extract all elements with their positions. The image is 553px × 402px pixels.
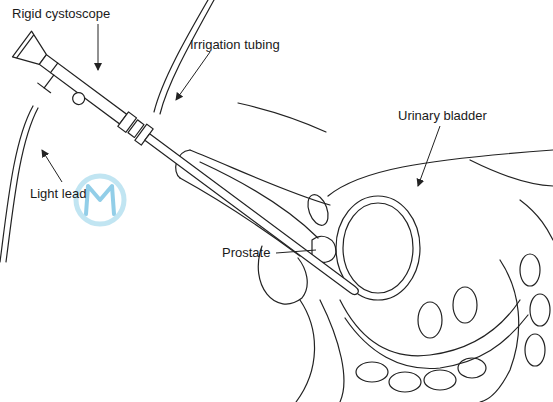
leader-arrow xyxy=(98,24,99,70)
part-label: Rigid cystoscope xyxy=(12,6,110,21)
part-label: Irrigation tubing xyxy=(190,37,280,52)
body-outline xyxy=(470,160,553,186)
vertebra xyxy=(530,294,550,326)
spine xyxy=(480,260,519,402)
leader-arrow xyxy=(42,150,62,182)
bowel-loop xyxy=(356,362,388,382)
body-outline xyxy=(238,103,326,132)
light-lead xyxy=(6,108,38,262)
rigid-cystoscope xyxy=(9,31,367,311)
vertebra xyxy=(520,254,540,286)
body-outline xyxy=(320,300,344,402)
bowel-loop xyxy=(458,358,486,378)
penis-outline xyxy=(190,150,330,205)
leader-arrow xyxy=(418,126,440,186)
part-label: Urinary bladder xyxy=(398,108,487,123)
irrigation-tube xyxy=(160,0,214,114)
bowel-loop xyxy=(418,302,442,338)
part-label: Prostate xyxy=(222,245,270,260)
body-outline xyxy=(296,300,315,402)
vertebra xyxy=(525,334,545,366)
bowel-loop xyxy=(453,287,477,323)
bladder xyxy=(343,203,413,293)
body-outline xyxy=(328,150,553,196)
penis-outline xyxy=(180,178,300,256)
rectum xyxy=(340,300,520,356)
bowel-loop xyxy=(389,372,421,392)
bowel-loop xyxy=(424,370,456,390)
irrigation-tube xyxy=(154,0,208,112)
pubic-bone xyxy=(304,192,332,228)
leader-arrow xyxy=(176,52,210,100)
leader-line xyxy=(276,250,316,253)
urethra xyxy=(200,162,318,238)
part-label: Light lead xyxy=(30,186,86,201)
rectum xyxy=(345,315,528,369)
body-outline xyxy=(520,200,553,240)
